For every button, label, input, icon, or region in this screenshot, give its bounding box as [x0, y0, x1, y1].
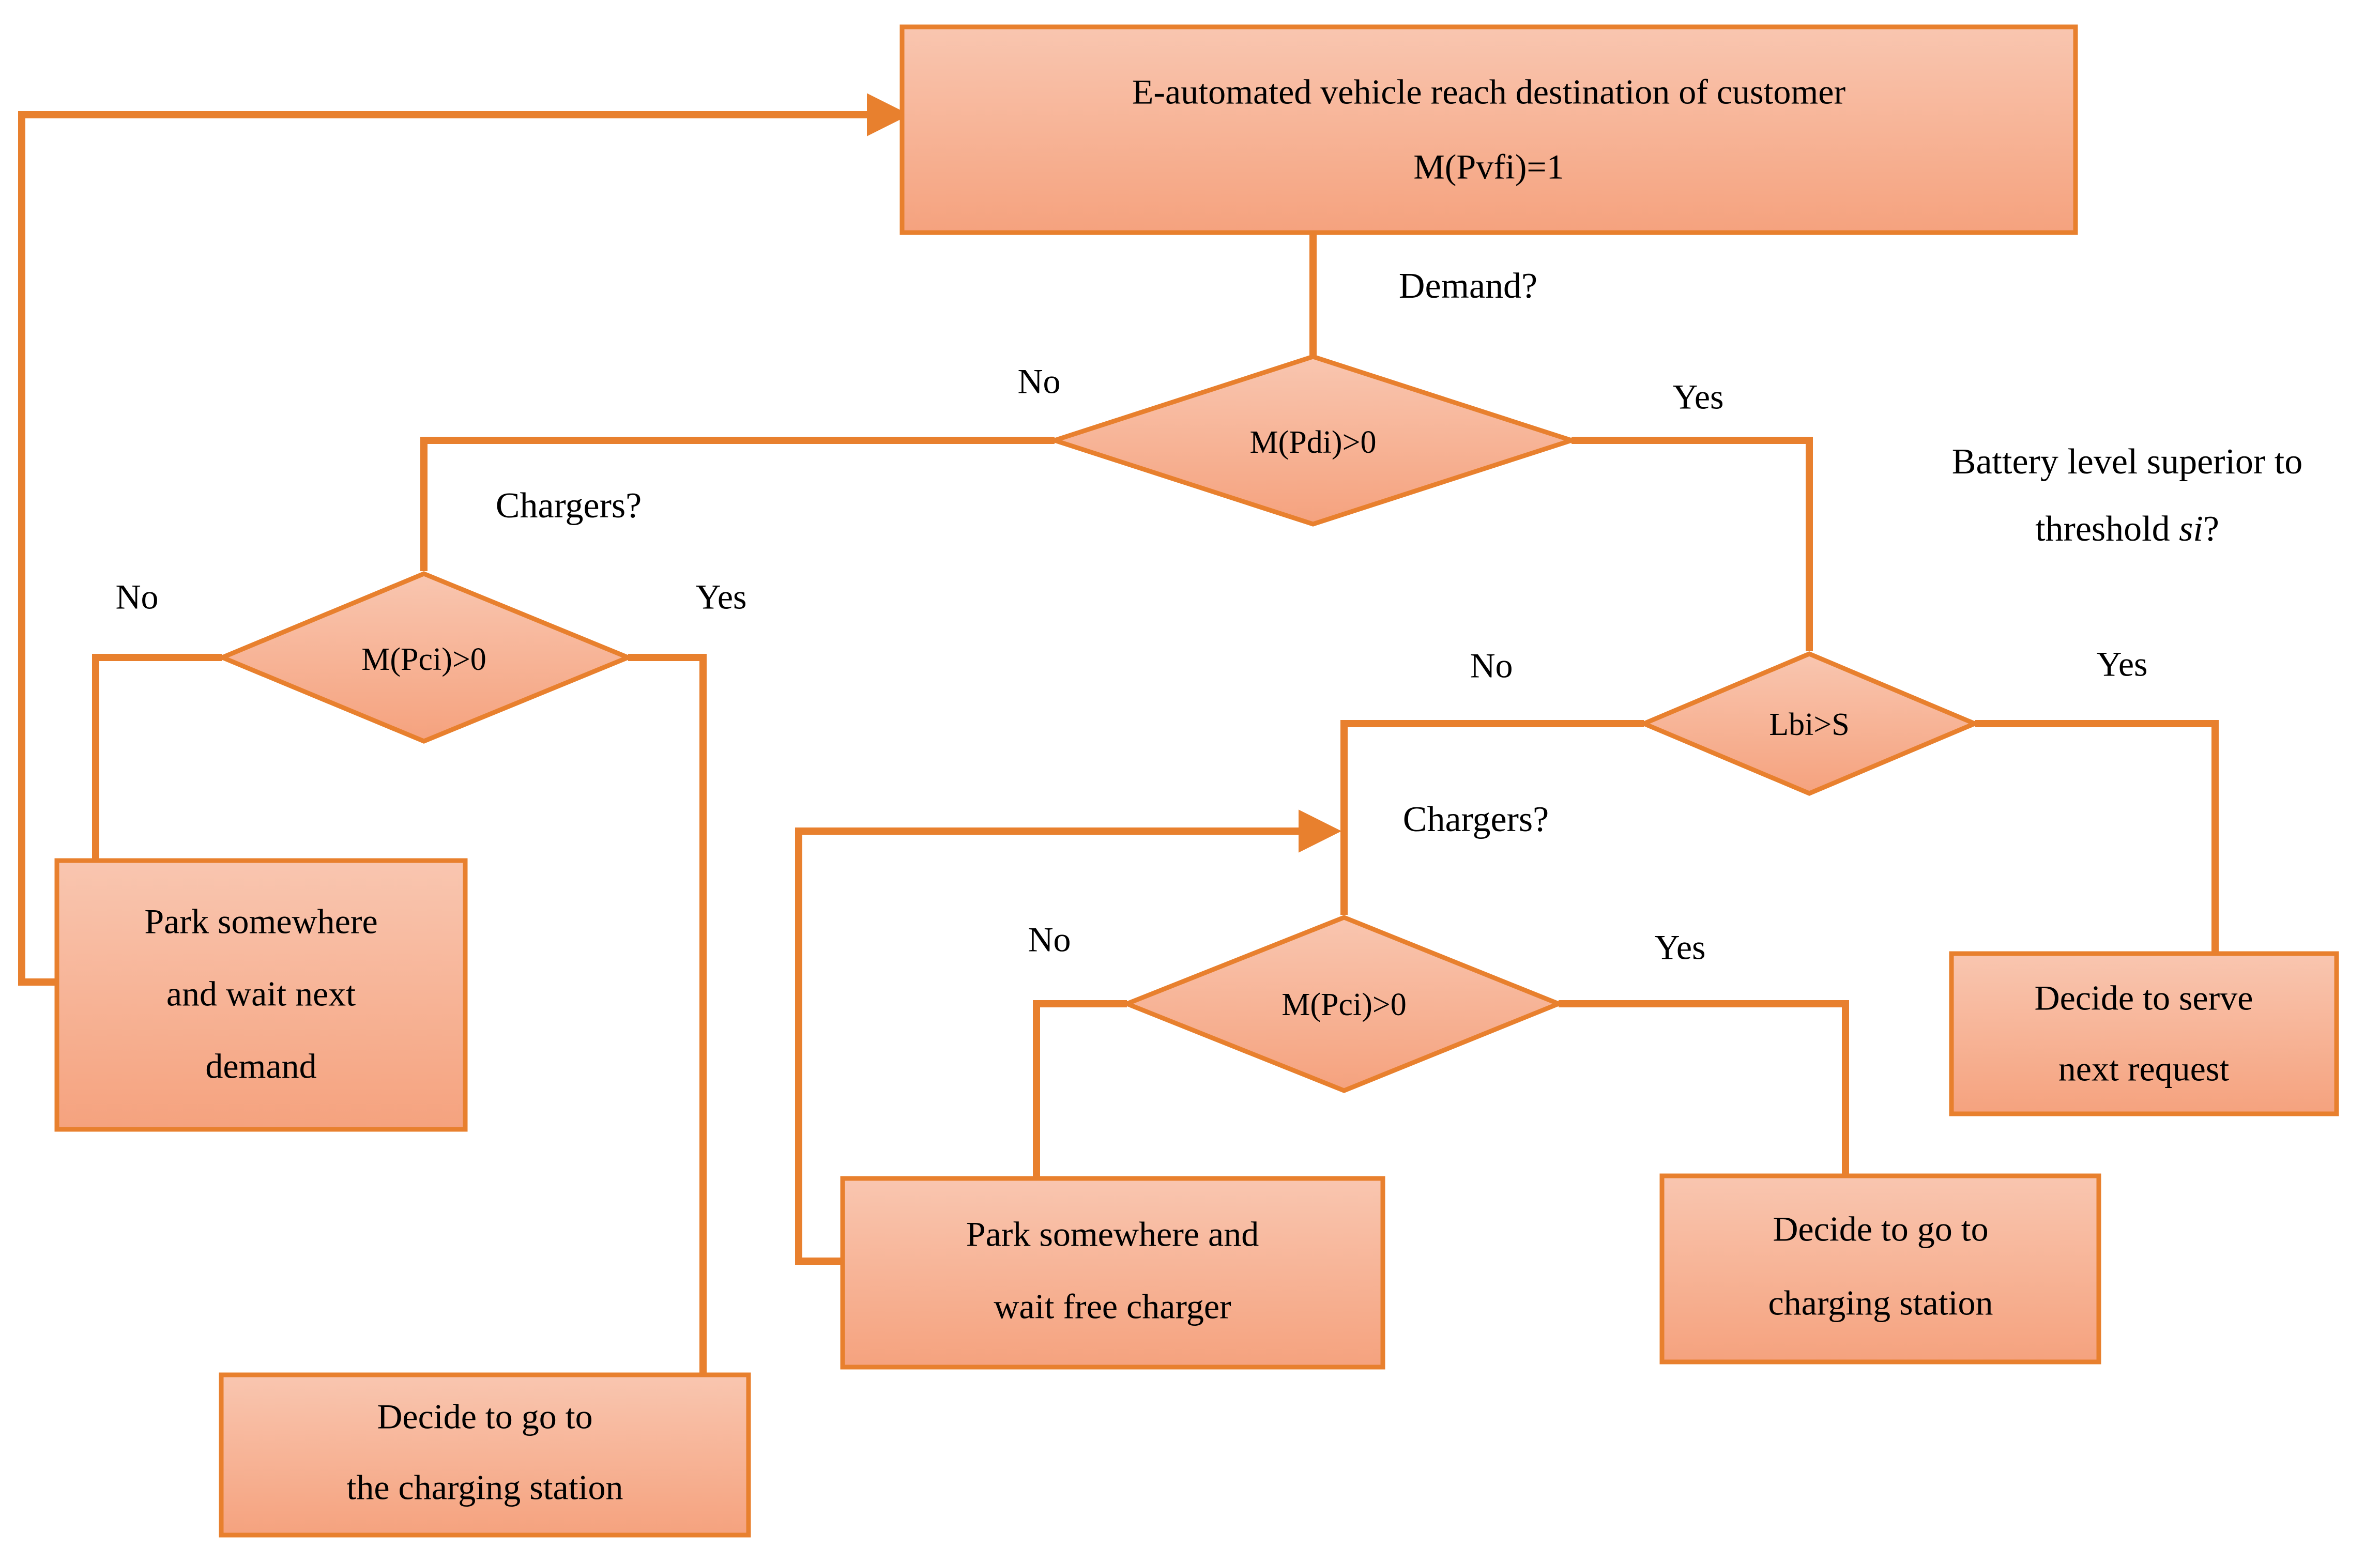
connector-chargers-right-no-to-park-free-charger [1033, 1000, 1127, 1178]
node-decide-serve-next-request-line-2: next request [2058, 1049, 2230, 1089]
node-park-wait-next-demand-line-3: demand [205, 1047, 316, 1086]
node-park-wait-next-demand: Park somewhere and wait next demand [54, 858, 468, 1132]
label-battery-no: No [1470, 646, 1513, 685]
node-chargers-decision-left-label: M(Pci)>0 [361, 642, 486, 677]
connector-park-demand-feedback-to-start [18, 93, 910, 986]
node-decide-go-charging-station-right: Decide to go to charging station [1659, 1173, 2101, 1365]
connector-demand-yes-to-battery [1572, 437, 1813, 651]
node-park-wait-free-charger: Park somewhere and wait free charger [840, 1176, 1385, 1370]
connector-park-free-charger-feedback [795, 809, 1342, 1265]
node-start-shape [899, 24, 2078, 235]
node-demand-decision-label: M(Pdi)>0 [1249, 425, 1376, 460]
connector-chargers-left-no-to-park [92, 654, 222, 861]
label-chargers-question-left: Chargers? [496, 486, 642, 526]
label-chargers-left-no: No [115, 577, 158, 617]
node-park-wait-free-charger-shape [840, 1176, 1385, 1370]
node-start: E-automated vehicle reach destination of… [899, 24, 2078, 235]
label-chargers-question-right: Chargers? [1403, 800, 1549, 839]
node-decide-go-charging-station-left-line-2: the charging station [346, 1468, 623, 1507]
connector-chargers-right-yes-to-decide-charge-right [1559, 1000, 1849, 1176]
node-decide-go-charging-station-left: Decide to go to the charging station [219, 1372, 751, 1538]
node-chargers-decision-left-shape [216, 571, 634, 744]
label-battery-yes: Yes [2097, 645, 2148, 684]
node-decide-serve-next-request: Decide to serve next request [1949, 951, 2339, 1116]
node-chargers-decision-right-shape [1120, 915, 1565, 1093]
node-start-line-1: E-automated vehicle reach destination of… [1132, 72, 1846, 112]
label-chargers-left-yes: Yes [696, 577, 747, 617]
label-battery-question-line-1: Battery level superior to [1952, 442, 2302, 482]
connector-battery-no-to-chargers-right [1340, 720, 1644, 915]
node-park-wait-next-demand-shape [54, 858, 468, 1132]
node-park-wait-next-demand-line-2: and wait next [166, 974, 356, 1014]
label-battery-question-line-2: threshold si? [2035, 509, 2219, 549]
battery-question-italic-si: si [2179, 509, 2203, 549]
node-start-line-2: M(Pvfi)=1 [1413, 147, 1564, 187]
connector-demand-no-to-chargers-left [420, 437, 1055, 571]
node-park-wait-free-charger-line-2: wait free charger [994, 1287, 1231, 1326]
node-battery-decision: Lbi>S [1638, 651, 1981, 796]
node-decide-go-charging-station-left-shape [219, 1372, 751, 1538]
node-park-wait-free-charger-line-1: Park somewhere and [966, 1215, 1259, 1254]
label-demand-no: No [1017, 362, 1060, 401]
node-battery-decision-label: Lbi>S [1769, 707, 1850, 742]
node-decide-go-charging-station-right-line-1: Decide to go to [1773, 1209, 1988, 1249]
battery-question-prefix: threshold [2035, 509, 2179, 549]
connector-chargers-left-yes-to-decide-charge [628, 654, 707, 1375]
node-decide-go-charging-station-right-line-2: charging station [1768, 1283, 1993, 1323]
node-demand-decision-shape [1047, 354, 1579, 527]
node-chargers-decision-right-label: M(Pci)>0 [1281, 987, 1407, 1022]
connector-battery-yes-to-serve-next [1975, 720, 2219, 954]
label-chargers-right-yes: Yes [1655, 928, 1706, 967]
node-battery-decision-shape [1638, 651, 1981, 796]
label-chargers-right-no: No [1028, 920, 1071, 959]
battery-question-suffix: ? [2203, 509, 2219, 549]
node-decide-go-charging-station-right-shape [1659, 1173, 2101, 1365]
node-chargers-decision-left: M(Pci)>0 [216, 571, 634, 744]
label-demand-question: Demand? [1399, 266, 1537, 306]
label-demand-yes: Yes [1673, 377, 1724, 417]
node-park-wait-next-demand-line-1: Park somewhere [144, 902, 377, 941]
node-demand-decision: M(Pdi)>0 [1047, 354, 1579, 527]
node-decide-go-charging-station-left-line-1: Decide to go to [377, 1397, 592, 1436]
node-chargers-decision-right: M(Pci)>0 [1120, 915, 1565, 1093]
node-decide-serve-next-request-shape [1949, 951, 2339, 1116]
node-decide-serve-next-request-line-1: Decide to serve [2035, 978, 2253, 1018]
